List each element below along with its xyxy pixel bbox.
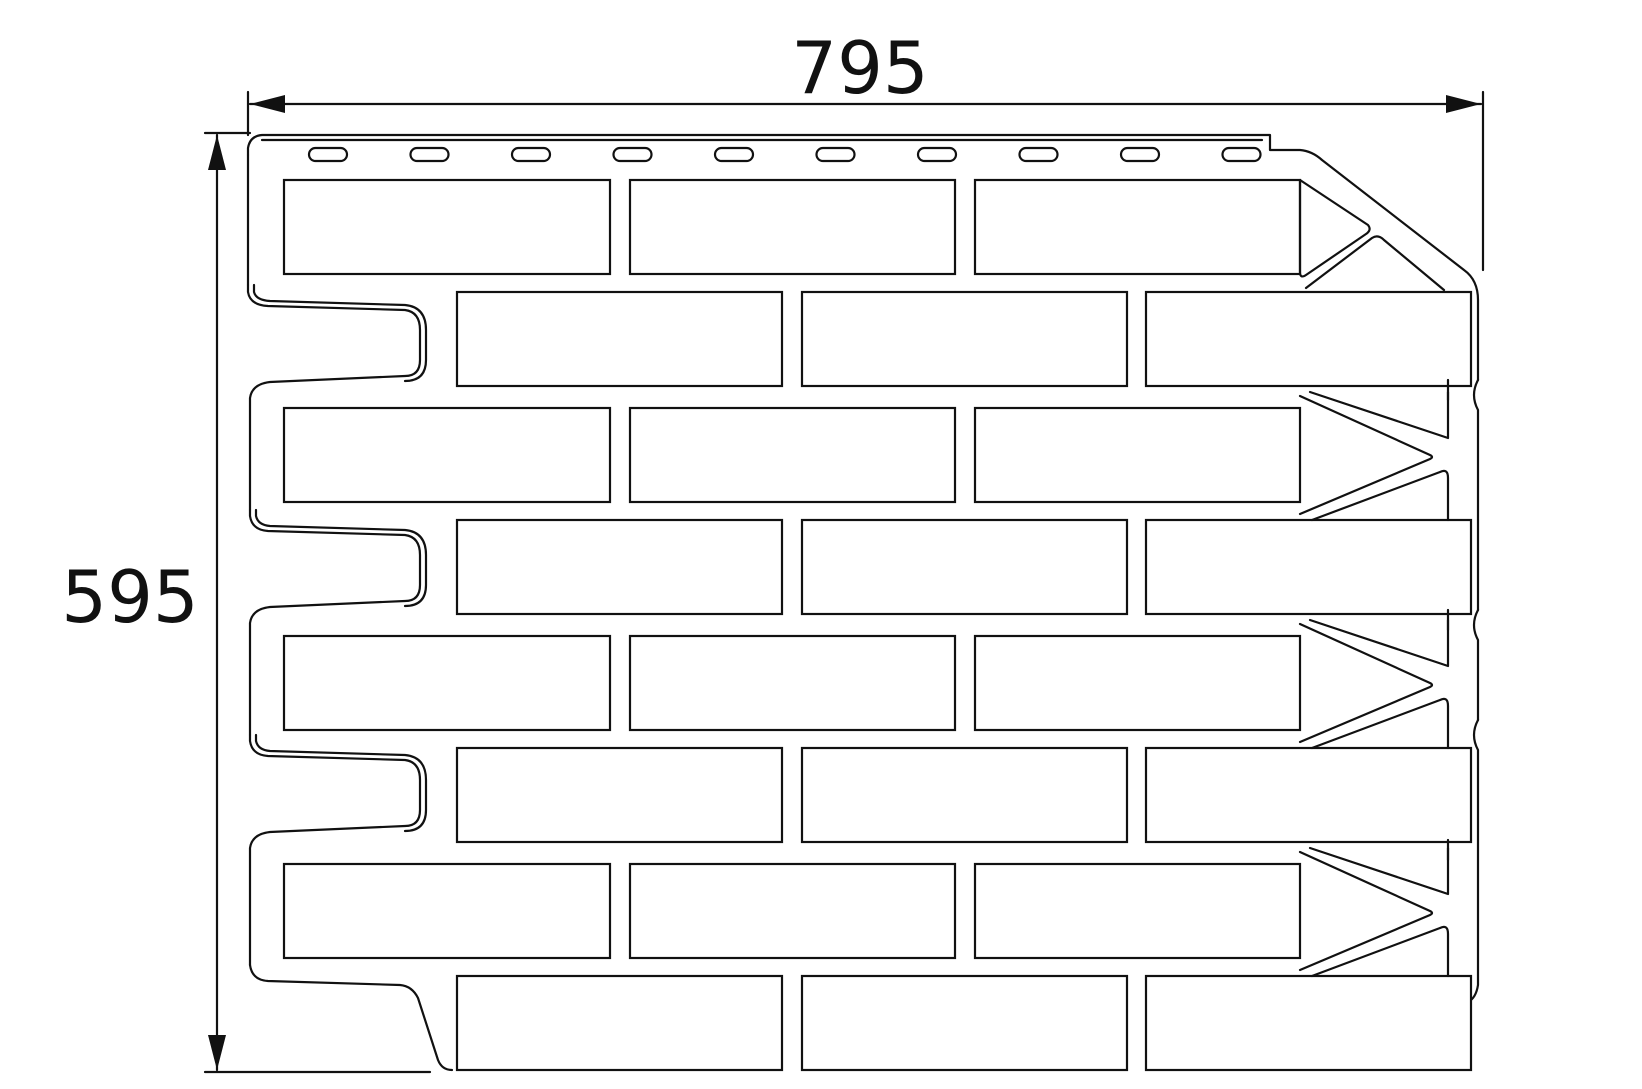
brick <box>973 862 1302 960</box>
joint-tab <box>1298 178 1371 278</box>
height-dimension: 595 <box>61 131 432 1074</box>
brick <box>1144 518 1473 616</box>
brick <box>800 746 1129 844</box>
brick <box>973 178 1302 276</box>
brick <box>455 518 784 616</box>
brick <box>800 974 1129 1072</box>
joint-tab <box>1304 235 1446 292</box>
edge-joints <box>1298 178 1450 978</box>
joint-arrow <box>1308 390 1450 440</box>
brick <box>628 406 957 504</box>
brick-grid <box>282 178 1473 1072</box>
joint-arrow <box>1310 697 1450 750</box>
height-label: 595 <box>61 555 198 639</box>
mounting-slot <box>307 146 349 163</box>
brick <box>800 518 1129 616</box>
joint-arrow <box>1310 469 1450 522</box>
mounting-slots <box>307 146 1262 163</box>
joint-arrow <box>1308 618 1450 668</box>
brick <box>455 746 784 844</box>
joint-arrow <box>1298 850 1434 972</box>
mounting-slot <box>409 146 450 163</box>
width-dimension: 795 <box>246 26 1485 272</box>
mounting-slot <box>713 146 755 163</box>
brick <box>800 290 1129 388</box>
brick <box>973 406 1302 504</box>
brick <box>455 290 784 388</box>
joint-arrow <box>1310 925 1450 978</box>
mounting-slot <box>815 146 856 163</box>
width-label: 795 <box>791 26 928 110</box>
mounting-slot <box>1018 146 1059 163</box>
brick <box>1144 290 1473 388</box>
brick <box>282 862 612 960</box>
brick <box>628 634 957 732</box>
mounting-slot <box>1119 146 1161 163</box>
mounting-slot <box>1221 146 1262 163</box>
joint-arrow <box>1298 394 1434 516</box>
brick <box>628 178 957 276</box>
brick <box>282 406 612 504</box>
panel-outline <box>246 133 1480 1072</box>
brick <box>628 862 957 960</box>
mounting-slot <box>612 146 653 163</box>
brick <box>1144 746 1473 844</box>
joint-arrow <box>1298 622 1434 744</box>
joint-arrow <box>1308 846 1450 896</box>
brick <box>1144 974 1473 1072</box>
brick <box>282 178 612 276</box>
brick <box>282 634 612 732</box>
brick <box>973 634 1302 732</box>
mounting-slot <box>510 146 552 163</box>
mounting-slot <box>916 146 958 163</box>
brick <box>455 974 784 1072</box>
